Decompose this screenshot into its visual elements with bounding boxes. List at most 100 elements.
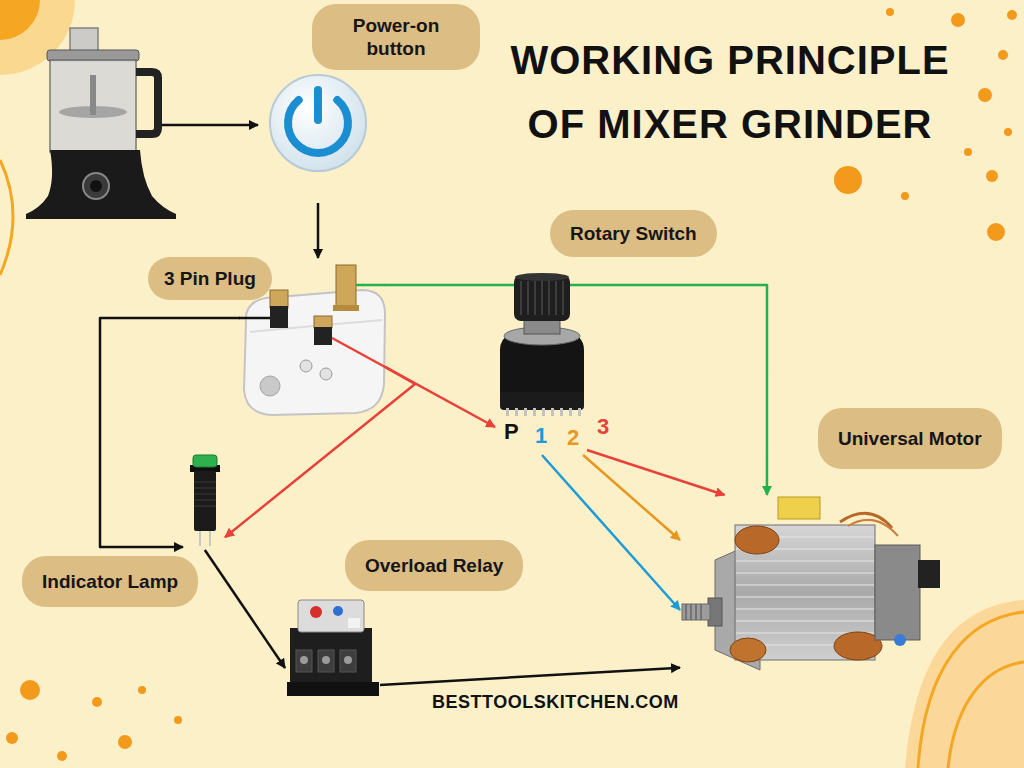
plug-node: 3 Pin Plug [240,258,385,415]
decoration-dots [1007,10,1017,20]
decoration-dots [1004,128,1012,136]
decoration-bottom-right [905,600,1024,768]
wire-stub [239,317,270,320]
universal-motor-illustration [736,561,874,562]
decoration-dots [886,8,894,16]
decoration-dots [951,13,965,27]
wire-connector [587,450,725,495]
power-button-icon [270,75,366,171]
component-label: Overload Relay [345,540,523,591]
label-holder: BESTTOOLSKITCHEN.COM [432,692,679,713]
rotary-switch-illustration [562,281,564,315]
rotary-switch-illustration [551,408,554,416]
three-pin-plug-illustration [314,316,332,328]
indicator-lamp-illustration [193,455,217,467]
decoration-top-left [0,0,40,40]
three-pin-plug-illustration [333,305,359,311]
rotary-switch-illustration [515,273,569,281]
decoration-dots [92,697,102,707]
indicator-lamp-illustration [194,506,216,507]
decoration-bottom-right [918,612,1024,768]
universal-motor-illustration [736,609,874,610]
overload-relay-illustration [344,656,352,664]
rotary-switch-illustration [500,273,584,416]
overload-relay-illustration [310,606,322,618]
overload-relay-illustration [340,650,356,672]
component-label: Rotary Switch [550,210,717,257]
power-button-node: Power-on button [270,75,366,203]
rotary-switch-node: Rotary Switch [495,272,587,455]
mixer-grinder-illustration [26,150,176,219]
decoration-dots [20,680,40,700]
overload-relay-illustration [296,650,312,672]
title-holder: WORKING PRINCIPLE OF MIXER GRINDER [500,28,960,156]
decoration-dots [174,716,182,724]
overload-relay-illustration [348,618,360,628]
wire-connector [583,455,680,540]
mixer-grinder-illustration [90,75,96,115]
wire-connector [205,550,285,668]
universal-motor-illustration [736,597,874,598]
three-pin-plug-illustration [244,290,385,415]
overload-relay-illustration [318,650,334,672]
rotary-switch-illustration [514,275,570,321]
decoration-dots [6,8,1017,761]
rotary-switch-illustration [548,281,550,315]
three-pin-plug-illustration [260,376,280,396]
indicator-lamp-illustration [194,482,216,483]
label-holder: 1 [535,423,547,448]
three-pin-plug-illustration [270,290,288,308]
overload-relay-illustration [322,656,330,664]
decoration-dots [57,751,67,761]
decoration-dots [986,170,998,182]
universal-motor-illustration [736,585,874,586]
overload-relay-illustration [333,606,343,616]
rotary-switch-illustration [515,408,518,416]
pin-name: 1 [535,423,547,448]
universal-motor-illustration [848,520,898,536]
overload-relay-illustration [287,682,379,696]
universal-motor-illustration [894,634,906,646]
decoration-bottom-right [905,600,1024,768]
flow-arrow [162,124,258,127]
decoration-bottom-right [948,662,1024,768]
three-pin-plug-illustration [336,265,356,309]
indicator-lamp-illustration [190,455,220,546]
overload-relay-illustration [287,600,379,696]
rotary-switch-illustration [541,281,543,315]
component-label: Power-on button [312,4,480,70]
rotary-switch-illustration [569,408,572,416]
decoration-dots [138,686,146,694]
indicator-lamp-illustration [194,494,216,495]
overload-relay-illustration [300,656,308,664]
decoration-dots [118,735,132,749]
relay-node: Overload Relay [285,598,380,698]
label-holder: 3 [597,414,609,439]
wire-connector [385,285,767,495]
universal-motor-illustration [690,604,692,620]
wire-connector [317,203,320,258]
pin-name: P [504,419,519,444]
three-pin-plug-illustration [300,360,312,372]
indicator-lamp-illustration [194,500,216,501]
universal-motor-illustration [682,497,940,670]
decoration-top-left [0,160,13,275]
indicator-lamp-illustration [194,482,216,506]
rotary-switch-illustration [578,408,581,416]
overload-relay-illustration [290,628,372,684]
wire-connector [542,455,680,610]
power-button-icon [314,90,322,120]
rotary-switch-illustration [527,281,529,315]
flow-arrow [162,125,258,126]
universal-motor-illustration [685,604,687,620]
wire-stub [239,285,386,368]
rotary-switch-illustration [520,281,522,315]
mixer-grinder-illustration [26,28,176,219]
wire-connector [100,318,240,547]
decoration-dots [901,192,909,200]
mixer-grinder-illustration [90,180,102,192]
decoration-dots [964,148,972,156]
